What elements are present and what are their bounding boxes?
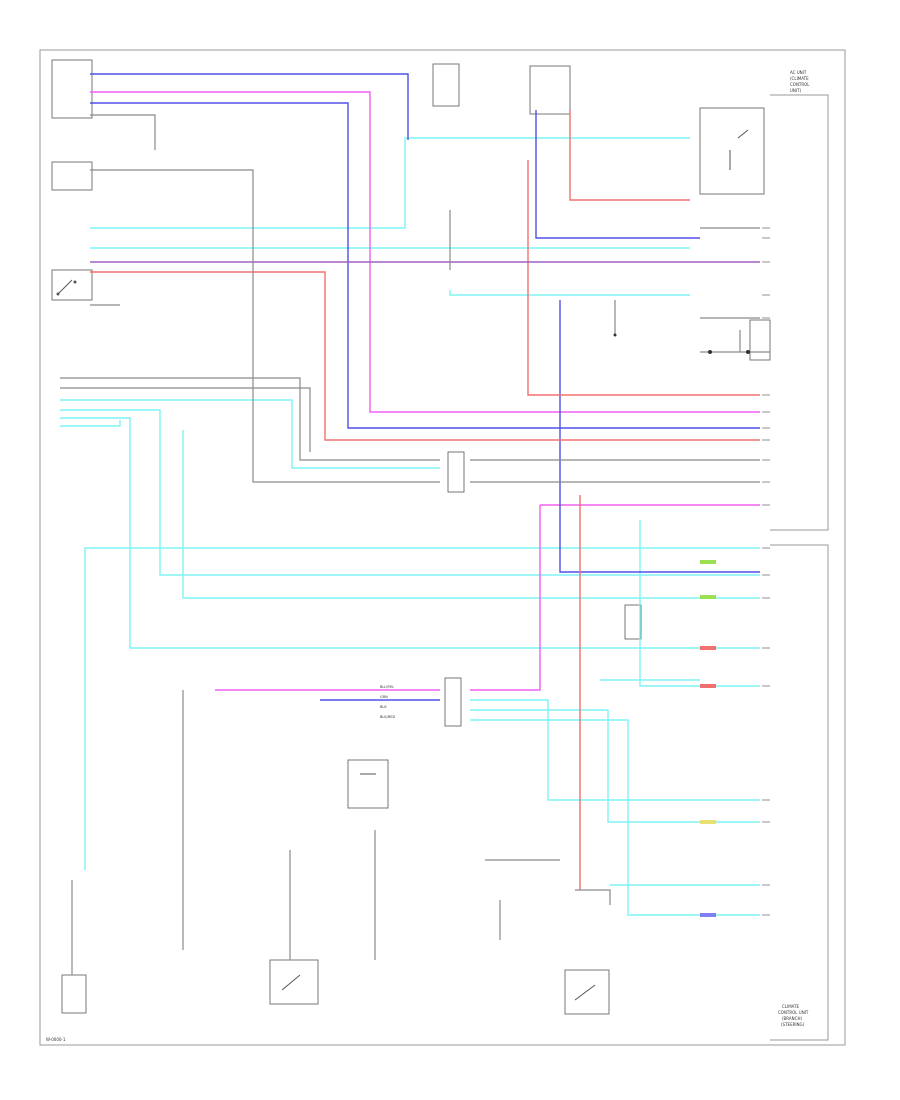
wire-cyan-right-3: [470, 699, 760, 801]
right-mid-block: [749, 319, 771, 361]
wire-cyan-lower-1: [60, 399, 440, 469]
unit-footer-line-4: (STEERING): [781, 1022, 805, 1027]
wire-cyan-lower-3: [60, 417, 760, 649]
left-switch: [51, 269, 93, 301]
wire-cyan-mid-2: [449, 290, 690, 296]
flag-yellow-1: [700, 820, 716, 824]
flag-red-2: [700, 684, 716, 688]
wire-blue-2: [535, 110, 700, 239]
wire-red-4: [90, 271, 760, 441]
unit-header-line-3: CONTROL: [790, 82, 810, 87]
wire-cyan-lower-4: [60, 420, 121, 427]
wire-gray-2: [90, 114, 156, 150]
wire-blue-left: [90, 102, 760, 429]
wire-cyan-long: [84, 547, 760, 870]
wire-cyan-right-5: [470, 719, 760, 916]
pin-ticks-top: [762, 227, 770, 506]
flag-green-1: [700, 560, 716, 564]
component-top-mid-1: [432, 63, 460, 107]
wire-gray-9: [575, 889, 611, 905]
unit-header-line-4: UNIT): [790, 88, 802, 93]
connector-c: [624, 604, 642, 640]
wire-group-gray: [60, 114, 770, 975]
unit-header-line-1: AC UNIT: [790, 70, 807, 75]
wire-magenta-1: [90, 91, 760, 413]
lower-mid-relay: [347, 759, 389, 809]
wire-group-color: [90, 73, 760, 890]
flag-green-2: [700, 595, 716, 599]
bottom-right-switch: [564, 969, 610, 1015]
climate-control-unit-outline: [770, 94, 829, 1041]
wire-cyan-left-1: [90, 140, 406, 229]
unit-header-line-2: (CLIMATE: [790, 76, 809, 81]
flag-red-1: [700, 646, 716, 650]
wire-blue-top: [90, 73, 409, 140]
component-left-connector: [51, 161, 93, 191]
bottom-left-component: [61, 974, 87, 1014]
connector-label-3: BLK: [380, 705, 387, 709]
connector-label-4: BLK/RED: [380, 715, 395, 719]
connector-a: [447, 451, 465, 493]
wire-cyan-right-1: [639, 520, 760, 687]
page-code: W-0000-1: [46, 1037, 66, 1042]
wire-red-2: [527, 160, 760, 396]
unit-footer-line-3: (BRANCH): [782, 1016, 802, 1021]
bottom-mid-switch: [269, 959, 319, 1005]
wire-magenta-2: [470, 505, 541, 691]
wire-gray-5: [60, 387, 311, 452]
diagram-frame: [39, 49, 846, 1046]
unit-footer-line-2: CONTROL UNIT: [778, 1010, 809, 1015]
pin-ticks-bottom: [762, 547, 770, 916]
wire-gray-4: [60, 377, 440, 461]
wire-cyan-lower-2: [60, 409, 760, 576]
wire-cyan-mid-vertical: [182, 430, 760, 599]
wire-cyan-right-4: [470, 709, 760, 823]
connector-label-2: GRN: [380, 695, 388, 699]
wire-blue-3: [559, 300, 760, 573]
wire-cyan-top: [404, 137, 690, 140]
wire-gray-1: [90, 169, 440, 483]
flag-blue-1: [700, 913, 716, 917]
unit-footer-line-1: CLIMATE: [782, 1004, 800, 1009]
wire-group-top: [60, 137, 760, 916]
component-top-left: [51, 59, 93, 119]
connector-b: [444, 677, 462, 727]
top-right-relay: [699, 107, 765, 195]
junction-dots: [613, 333, 750, 354]
component-top-mid-2: [529, 65, 571, 115]
wire-red-1: [569, 110, 690, 201]
connector-label-1: BLU/YEL: [380, 685, 394, 689]
